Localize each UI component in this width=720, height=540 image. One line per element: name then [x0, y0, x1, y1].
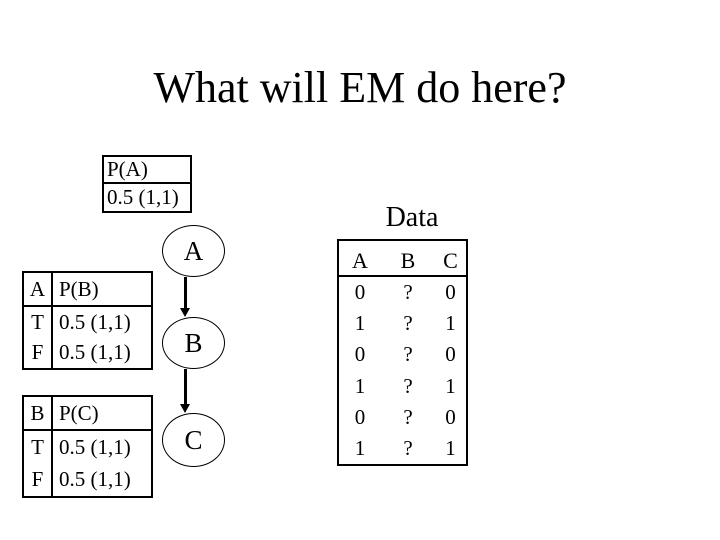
bn-node-c: C — [162, 413, 225, 467]
cpt-b-row-cond: F — [24, 337, 53, 368]
data-cell: 1 — [354, 435, 366, 460]
cpt-table-a: P(A) 0.5 (1,1) — [102, 155, 192, 213]
cpt-c-row-value: 0.5 (1,1) — [59, 467, 131, 492]
cpt-table-b: A P(B) T 0.5 (1,1) F 0.5 (1,1) — [22, 271, 153, 370]
bn-node-a-label: A — [183, 235, 204, 266]
data-cell: ? — [403, 404, 413, 429]
cpt-c-row-cond: F — [24, 463, 53, 496]
data-cell: 0 — [354, 280, 366, 305]
cpt-b-row-value: 0.5 (1,1) — [59, 309, 131, 334]
slide-title: What will EM do here? — [153, 63, 567, 112]
data-table: A B C 0 ? 0 1 ? 1 0 ? 0 1 ? 1 0 ? 0 1 ? … — [337, 239, 468, 466]
data-cell: ? — [403, 311, 413, 336]
cpt-c-row-cond: T — [24, 431, 53, 464]
data-cell: 1 — [445, 311, 456, 336]
cpt-b-col1-header: A — [24, 273, 53, 307]
cpt-c-col2-header: P(C) — [53, 397, 151, 431]
data-col-header-a: A — [339, 241, 381, 277]
data-cell: 0 — [445, 342, 456, 367]
edge-a-to-b-line — [184, 277, 187, 308]
data-cell: 1 — [354, 373, 366, 398]
cpt-b-row-cond: T — [24, 307, 53, 338]
data-panel-title: Data — [385, 202, 439, 233]
cpt-b-row-value: 0.5 (1,1) — [59, 340, 131, 365]
edge-b-to-c-line — [184, 369, 187, 404]
bn-node-a: A — [162, 225, 225, 277]
bn-node-b: B — [162, 317, 225, 369]
cpt-a-value: 0.5 (1,1) — [107, 185, 179, 209]
cpt-c-col1-header: B — [24, 397, 53, 431]
data-cell: 1 — [354, 311, 366, 336]
data-cell: 0 — [354, 342, 366, 367]
cpt-a-header: P(A) — [104, 157, 190, 184]
data-cell: ? — [403, 435, 413, 460]
data-cell: ? — [403, 280, 413, 305]
cpt-b-col2-header: P(B) — [53, 273, 151, 307]
data-cell: 0 — [445, 280, 456, 305]
data-cell: ? — [403, 373, 413, 398]
bn-node-c-label: C — [184, 424, 203, 455]
cpt-c-row-value: 0.5 (1,1) — [59, 434, 131, 459]
data-cell: 1 — [445, 435, 456, 460]
cpt-table-c: B P(C) T 0.5 (1,1) F 0.5 (1,1) — [22, 395, 153, 498]
edge-a-to-b-arrowhead-icon — [180, 308, 190, 317]
edge-b-to-c-arrowhead-icon — [180, 404, 190, 413]
data-cell: 0 — [445, 404, 456, 429]
bn-node-b-label: B — [184, 327, 203, 358]
data-cell: 1 — [445, 373, 456, 398]
data-col-header-b: B — [381, 241, 435, 277]
data-cell: ? — [403, 342, 413, 367]
data-col-header-c: C — [435, 241, 466, 277]
data-cell: 0 — [354, 404, 366, 429]
